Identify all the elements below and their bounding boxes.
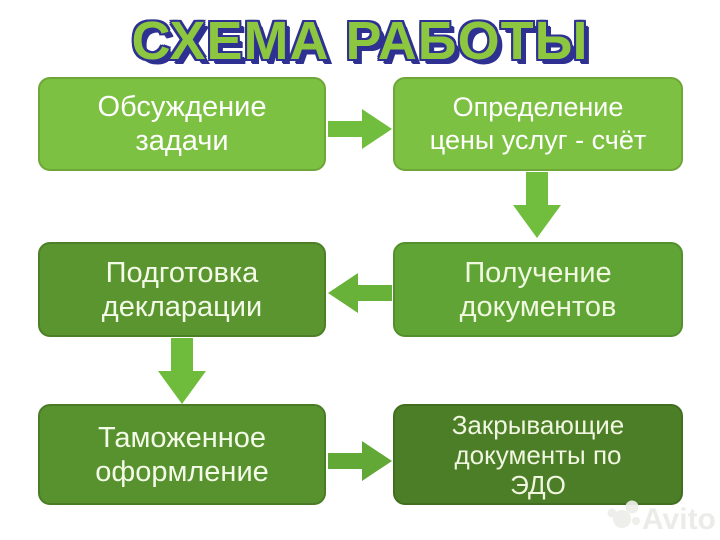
avito-logo-dot <box>625 500 639 514</box>
step-task-discussion: Обсуждение задачи <box>38 77 326 171</box>
arrow-down-icon <box>513 172 561 238</box>
step-documents-receipt: Получение документов <box>393 242 683 337</box>
step-declaration-preparation: Подготовка декларации <box>38 242 326 337</box>
arrow-right-icon <box>328 109 392 149</box>
avito-logo-dot <box>632 517 640 525</box>
diagram-title: СХЕМА РАБОТЫ <box>131 11 589 71</box>
arrow-right-icon <box>328 441 392 481</box>
step-customs-clearance: Таможенное оформление <box>38 404 326 505</box>
avito-watermark: Avito <box>607 500 716 536</box>
step-pricing-invoice: Определение цены услуг - счёт <box>393 77 683 171</box>
avito-logo-dot <box>613 510 631 528</box>
step-closing-documents: Закрывающие документы по ЭДО <box>393 404 683 505</box>
arrow-down-icon <box>158 338 206 404</box>
arrow-left-icon <box>328 273 392 313</box>
avito-watermark-text: Avito <box>642 503 716 536</box>
